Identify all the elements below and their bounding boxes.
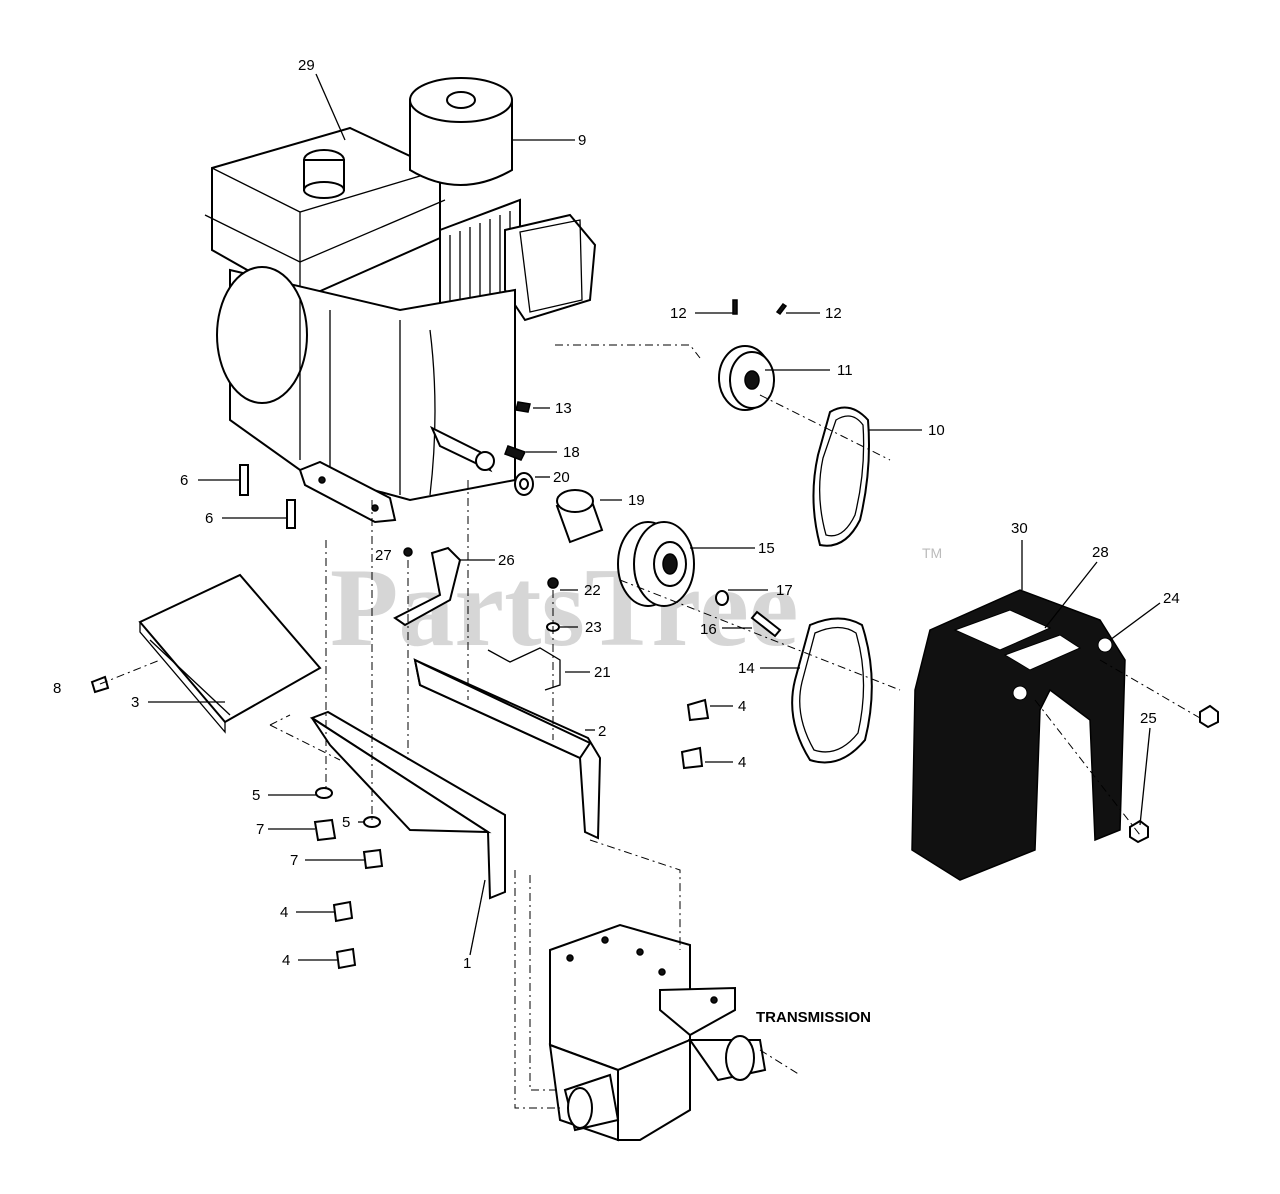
callout-12b: 12 bbox=[825, 305, 842, 322]
callout-4a: 4 bbox=[738, 698, 746, 715]
callout-21: 21 bbox=[594, 664, 611, 681]
bolt-part-6a bbox=[239, 464, 249, 496]
callout-6b: 6 bbox=[205, 510, 213, 527]
callout-4b: 4 bbox=[738, 754, 746, 771]
rod-part-21 bbox=[487, 647, 561, 691]
callout-5b: 5 bbox=[342, 814, 350, 831]
callout-11: 11 bbox=[837, 362, 853, 379]
bolt-part-4a bbox=[686, 698, 710, 722]
alignment-lines bbox=[99, 344, 1201, 1109]
transmission-illustration bbox=[548, 923, 767, 1142]
drive-pulley bbox=[617, 521, 695, 607]
spacer-part-19 bbox=[555, 489, 604, 544]
callout-3: 3 bbox=[131, 694, 139, 711]
callout-1: 1 bbox=[463, 955, 471, 972]
callout-20: 20 bbox=[553, 469, 570, 486]
callout-13: 13 bbox=[555, 400, 572, 417]
bolt-part-4b bbox=[680, 746, 704, 770]
plate-part-1 bbox=[309, 710, 506, 900]
callout-7a: 7 bbox=[256, 821, 264, 838]
callout-15: 15 bbox=[758, 540, 775, 557]
key-part-13 bbox=[515, 401, 531, 413]
callout-22: 22 bbox=[584, 582, 601, 599]
callout-29: 29 bbox=[298, 57, 315, 74]
callout-7b: 7 bbox=[290, 852, 298, 869]
nut-part-7b bbox=[362, 848, 384, 870]
callout-labels: 29 9 12 12 11 13 10 18 20 19 6 6 15 27 2… bbox=[53, 57, 1180, 1026]
callout-9: 9 bbox=[578, 132, 586, 149]
callout-8: 8 bbox=[53, 680, 61, 697]
nut-part-25a bbox=[1199, 704, 1219, 729]
callout-27: 27 bbox=[375, 547, 392, 564]
plate-part-2 bbox=[413, 658, 602, 840]
belt-part-10 bbox=[812, 406, 870, 547]
nut-part-25b bbox=[1129, 819, 1149, 844]
bolt-part-22 bbox=[547, 577, 559, 589]
leader-lines bbox=[148, 73, 1161, 961]
callout-28: 28 bbox=[1092, 544, 1109, 561]
bolt-part-4d bbox=[335, 947, 357, 970]
nut-part-7a bbox=[313, 818, 337, 842]
bolt-part-6b bbox=[286, 499, 296, 529]
callout-6a: 6 bbox=[180, 472, 188, 489]
engine-illustration bbox=[204, 77, 597, 524]
callout-5a: 5 bbox=[252, 787, 260, 804]
callout-18: 18 bbox=[563, 444, 580, 461]
screw-part-8 bbox=[90, 675, 110, 694]
bolt-part-4c bbox=[332, 900, 354, 923]
engine-pulley bbox=[718, 299, 788, 411]
key-part-18 bbox=[504, 445, 527, 461]
belt-part-14 bbox=[791, 617, 873, 764]
callout-4c: 4 bbox=[280, 904, 288, 921]
belt-guard bbox=[911, 589, 1126, 881]
callout-12a: 12 bbox=[670, 305, 687, 322]
callout-23: 23 bbox=[585, 619, 602, 636]
callout-10: 10 bbox=[928, 422, 945, 439]
callout-19: 19 bbox=[628, 492, 645, 509]
callout-17: 17 bbox=[776, 582, 793, 599]
bolt-part-16 bbox=[750, 610, 782, 638]
callout-4d: 4 bbox=[282, 952, 290, 969]
callout-30: 30 bbox=[1011, 520, 1028, 537]
callout-24: 24 bbox=[1163, 590, 1180, 607]
bracket-part-26 bbox=[393, 546, 462, 627]
callout-16: 16 bbox=[700, 621, 717, 638]
washer-part-5a bbox=[315, 787, 333, 799]
transmission-label: TRANSMISSION bbox=[756, 1009, 871, 1026]
callout-2: 2 bbox=[598, 723, 606, 740]
callout-25: 25 bbox=[1140, 710, 1157, 727]
watermark-trademark: TM bbox=[922, 545, 942, 561]
bracket-part-3 bbox=[138, 573, 322, 724]
washer-part-17 bbox=[715, 590, 729, 606]
screw-part-27 bbox=[403, 547, 413, 557]
callout-14: 14 bbox=[738, 660, 755, 677]
callout-26: 26 bbox=[498, 552, 515, 569]
watermark-text: PartsTree bbox=[330, 546, 799, 670]
